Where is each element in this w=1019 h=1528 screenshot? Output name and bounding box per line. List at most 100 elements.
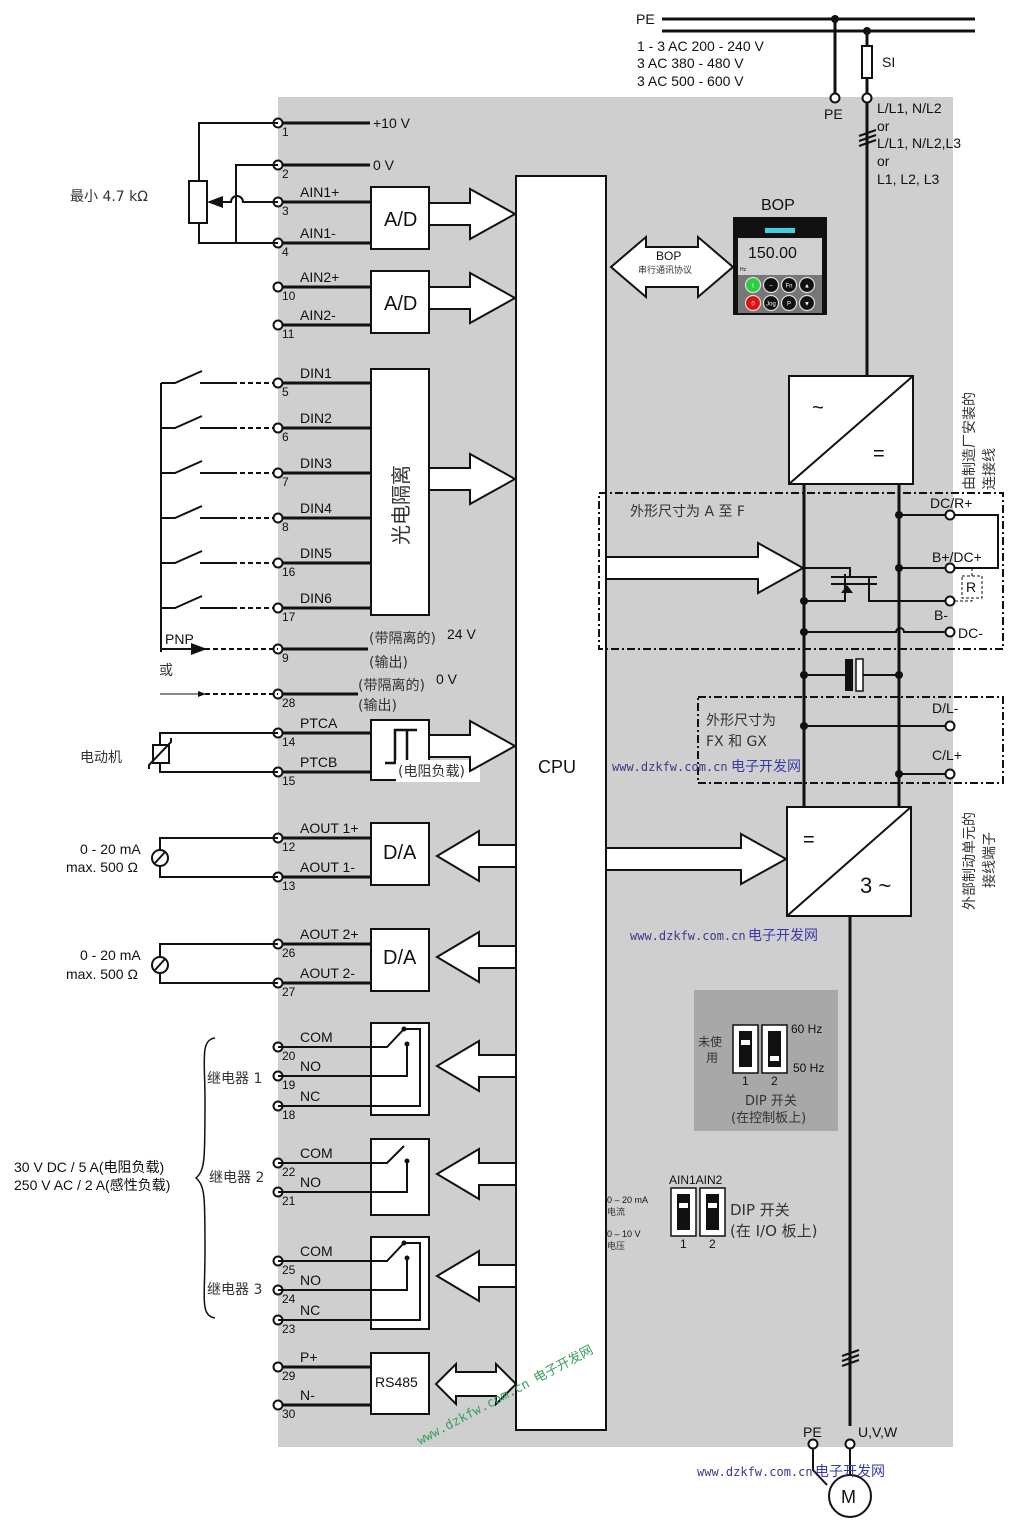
aout1-spec-2: max. 500 Ω	[66, 859, 138, 875]
dip-number: 1	[742, 1074, 749, 1088]
terminal-28-note: (带隔离的)	[358, 677, 425, 694]
rectifier-ac-symbol: ~	[812, 397, 824, 419]
terminal-number: 5	[282, 385, 289, 399]
cpu-label: CPU	[538, 757, 576, 777]
rs485-block	[370, 1352, 430, 1415]
svg-text:电子开发网: 电子开发网	[731, 759, 801, 775]
terminal-label: AOUT 1+	[300, 820, 359, 836]
relay-3-block	[278, 1236, 430, 1330]
dip-switch-control[interactable]: 未使 用 60 Hz 50 Hz 1 2 DIP 开关 (在控制板上)	[694, 990, 838, 1131]
terminal-number: 8	[282, 520, 289, 534]
terminal-2[interactable]: 20 V	[272, 157, 395, 181]
svg-text:电子开发网: 电子开发网	[748, 928, 818, 944]
terminal-label: NC	[300, 1088, 320, 1104]
terminal-label: PTCB	[300, 754, 337, 770]
bop-down-button[interactable]: ▼	[798, 294, 816, 312]
bop-arrow-label: BOP	[656, 249, 681, 263]
bop-up-button[interactable]: ▲	[798, 276, 816, 294]
dip-io-current: 0 – 20 mA	[607, 1195, 648, 1205]
terminal-number: 6	[282, 430, 289, 444]
bop-button-label: ▲	[804, 284, 810, 290]
bop-button-label: Fn	[785, 284, 792, 290]
aout2-spec-2: max. 500 Ω	[66, 966, 138, 982]
dip-60hz-label: 60 Hz	[791, 1022, 822, 1036]
terminal-9-note: (带隔离的)	[369, 630, 436, 647]
terminal-number: 30	[282, 1407, 296, 1421]
terminal-label: AIN2-	[300, 307, 336, 323]
da-converter-2-label: D/A	[383, 947, 417, 969]
ad-converter-1-label: A/D	[384, 209, 417, 231]
terminal-label: DIN5	[300, 545, 332, 561]
rectifier-block: ~ =	[788, 375, 914, 485]
terminal-number: 1	[282, 125, 289, 139]
frame-a-f-label: 外形尺寸为 A 至 F	[630, 504, 745, 520]
bop-function-button[interactable]: Fn	[780, 276, 798, 294]
terminal-b-plus: B+/DC+	[932, 549, 982, 565]
bop-title: BOP	[761, 197, 795, 214]
terminal-label: COM	[300, 1029, 333, 1045]
aout2-spec: 0 - 20 mA	[80, 947, 141, 963]
terminal-number: 25	[282, 1263, 296, 1277]
switch-icon	[161, 370, 236, 384]
ptc-load-label: (电阻负载)	[398, 764, 465, 780]
terminal-number: 10	[282, 289, 296, 303]
relay-1-label: 继电器 1	[207, 1071, 262, 1087]
motor-icon: M	[828, 1474, 872, 1518]
svg-text:www.dzkfw.com.cn: www.dzkfw.com.cn	[612, 760, 728, 774]
brake-note-2: 接线端子	[981, 832, 998, 888]
ad-converter-1	[370, 186, 430, 250]
voltage-range-3: 3 AC 500 - 600 V	[637, 73, 744, 89]
terminal-label: NO	[300, 1058, 321, 1074]
bop-jog-button[interactable]: Jog	[762, 294, 780, 312]
switch-icon	[161, 505, 236, 519]
terminal-label: COM	[300, 1145, 333, 1161]
terminal-label: NC	[300, 1302, 320, 1318]
bop-program-button[interactable]: P	[780, 294, 798, 312]
terminal-15[interactable]: 15 PTCB	[200, 754, 371, 788]
ammeter-2-icon	[151, 943, 278, 984]
terminal-number: 15	[282, 774, 296, 788]
rs485-label: RS485	[375, 1374, 418, 1390]
arrow-cpu-to-relay1	[435, 1039, 517, 1093]
terminal-number: 23	[282, 1322, 296, 1336]
da-converter-1-label: D/A	[383, 842, 417, 864]
capacitor-icon	[845, 659, 853, 691]
dc-bus	[802, 484, 999, 808]
terminal-c-l-plus: C/L+	[932, 747, 962, 763]
line-option: or	[877, 118, 890, 134]
bop-reverse-button[interactable]: ~	[762, 276, 780, 294]
terminal-28[interactable]: 28	[272, 688, 359, 711]
aout1-spec: 0 - 20 mA	[80, 841, 141, 857]
opto-isolator-label: 光电隔离	[389, 465, 413, 545]
dip-number: 2	[771, 1074, 778, 1088]
potentiometer-label: 最小 4.7 kΩ	[70, 189, 148, 205]
opto-isolator-block	[370, 368, 430, 616]
terminal-29[interactable]: 29P+	[272, 1349, 372, 1383]
potentiometer	[188, 122, 278, 244]
relay-2-block	[278, 1138, 430, 1216]
line-option: L1, L2, L3	[877, 171, 939, 187]
terminal-30[interactable]: 30N-	[272, 1387, 372, 1421]
terminal-1[interactable]: 1+10 V	[272, 115, 411, 139]
relay-brace-icon	[194, 1037, 216, 1319]
relay-rating-dc: 30 V DC / 5 A(电阻负载)	[14, 1159, 164, 1175]
terminal-number: 12	[282, 840, 296, 854]
dip-switch-io[interactable]: AIN1AIN2 0 – 20 mA 电流 0 – 10 V 电压 1 2 DI…	[607, 1173, 818, 1252]
relay-3-label: 继电器 3	[207, 1282, 262, 1298]
arrow-cpu-to-relay3	[435, 1249, 517, 1303]
bop-run-button[interactable]: I	[744, 276, 762, 294]
terminal-number: 16	[282, 565, 296, 579]
bop-stop-button[interactable]: 0	[744, 294, 762, 312]
dip-control-title: DIP 开关	[745, 1094, 797, 1109]
